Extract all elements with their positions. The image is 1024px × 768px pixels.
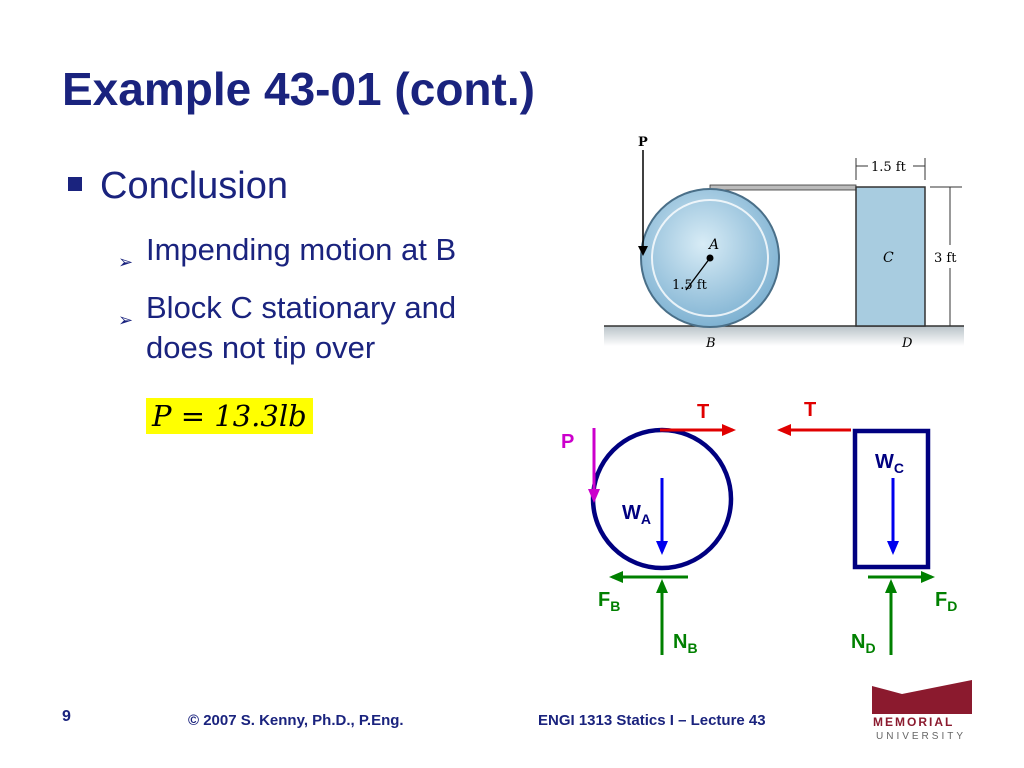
- label-radius: 1.5 ft: [672, 278, 708, 293]
- bullet-conclusion: Conclusion: [68, 165, 288, 208]
- label-tension-disk: T: [697, 401, 709, 423]
- bullet-conclusion-text: Conclusion: [100, 165, 288, 207]
- arrow-bullet-icon: ➢: [118, 310, 134, 330]
- label-b: B: [705, 336, 716, 351]
- sub-bullet-1-text: Impending motion at B: [146, 232, 457, 267]
- footer-copyright: © 2007 S. Kenny, Ph.D., P.Eng.: [188, 712, 404, 729]
- problem-figure: P A 1.5 ft C 1.5 ft 3 ft B D: [604, 135, 964, 351]
- cable: [709, 184, 857, 191]
- disk-a-rim: [651, 199, 769, 317]
- label-tension-block: T: [804, 399, 816, 421]
- page-number: 9: [62, 708, 71, 725]
- label-friction-b: FB: [598, 589, 620, 614]
- label-weight-a: WA: [622, 502, 651, 527]
- label-width: 1.5 ft: [871, 160, 907, 175]
- fbd-block: [852, 428, 931, 570]
- label-normal-d: ND: [851, 631, 876, 656]
- label-height: 3 ft: [934, 251, 957, 266]
- equation-result: P = 13.3lb: [146, 398, 313, 434]
- sub-bullet-2-text: Block C stationary and does not tip over: [146, 290, 457, 365]
- label-p: P: [638, 135, 648, 150]
- logo-text-1: MEMORIAL: [873, 715, 954, 729]
- logo-flag-icon: [872, 680, 972, 714]
- logo-text-2: UNIVERSITY: [876, 731, 966, 742]
- label-d: D: [901, 336, 913, 351]
- radius-line: [685, 257, 711, 291]
- sub-bullet-2: ➢ Block C stationary and does not tip ov…: [118, 288, 528, 368]
- slide-title: Example 43-01 (cont.): [62, 63, 535, 115]
- label-normal-b: NB: [673, 631, 698, 656]
- label-friction-d: FD: [935, 589, 957, 614]
- label-load-p: P: [561, 431, 574, 453]
- label-c: C: [883, 250, 894, 266]
- block-c: [855, 186, 926, 327]
- arrow-bullet-icon: ➢: [118, 252, 134, 272]
- ground: [604, 326, 964, 346]
- footer-course: ENGI 1313 Statics I – Lecture 43: [538, 712, 766, 729]
- label-weight-c: WC: [875, 451, 904, 476]
- square-bullet-icon: [68, 176, 82, 191]
- university-logo: MEMORIAL UNIVERSITY: [872, 680, 972, 742]
- label-a: A: [707, 237, 719, 253]
- sub-bullet-1: ➢ Impending motion at B: [118, 230, 548, 272]
- free-body-diagrams: T T P WA WC FB NB FD ND: [561, 399, 957, 656]
